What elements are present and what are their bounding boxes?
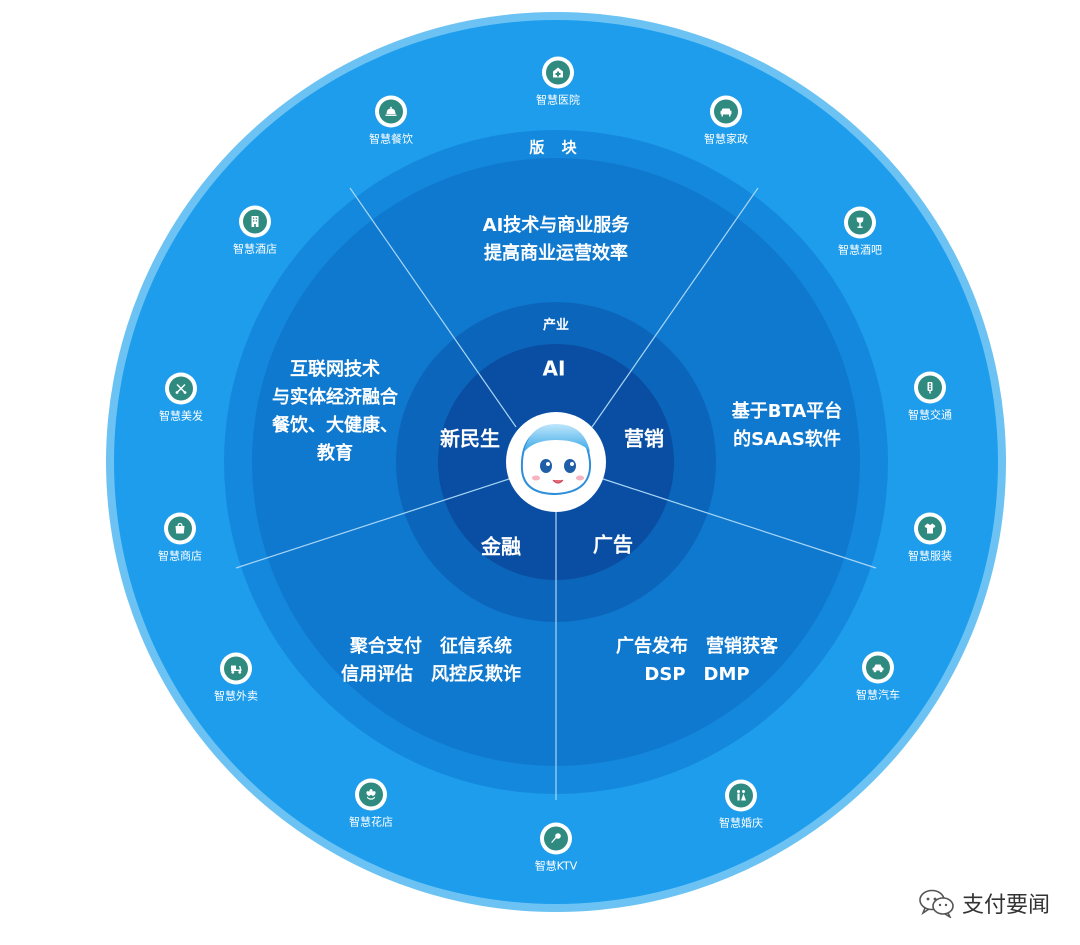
flower-icon <box>359 782 383 807</box>
industry-ring-title: 产业 <box>542 317 570 333</box>
sofa-icon <box>714 99 738 124</box>
ring-item: 智慧美发 <box>136 372 226 424</box>
sector-dividers <box>235 187 877 800</box>
ring-item: 智慧外卖 <box>191 652 281 704</box>
ring-item: 智慧汽车 <box>833 651 923 703</box>
divider-top-left <box>349 187 517 428</box>
core-marketing-label: 营销 <box>624 426 664 451</box>
block-right-line: 基于BTA平台 <box>731 401 843 423</box>
block-top: AI技术与商业服务 提高商业运营效率 <box>483 212 630 268</box>
hotel-building-icon <box>243 209 267 234</box>
watermark-text: 支付要闻 <box>961 893 1050 918</box>
mascot-logo <box>506 412 606 512</box>
block-bottom-right-line: 广告发布 营销获客 <box>616 636 778 658</box>
ring-item-label: 智慧酒吧 <box>838 243 882 257</box>
microphone-icon <box>544 826 568 851</box>
block-bottom-left-line: 聚合支付 征信系统 <box>350 636 512 658</box>
ring-item-label: 智慧商店 <box>158 549 202 563</box>
block-right-line: 的SAAS软件 <box>733 429 841 450</box>
wine-glass-icon <box>848 210 872 235</box>
ring-item-label: 智慧外卖 <box>214 689 258 703</box>
block-top-line: AI技术与商业服务 <box>482 215 630 237</box>
block-left: 互联网技术 与实体经济融合 餐饮、大健康、 教育 <box>272 356 398 468</box>
ring-item: 智慧服装 <box>885 512 975 564</box>
ring-item: 智慧医院 <box>513 56 603 108</box>
watermark: 支付要闻 <box>918 887 1050 919</box>
block-right: 基于BTA平台 的SAAS软件 <box>732 398 843 454</box>
traffic-light-icon <box>918 375 942 400</box>
car-icon <box>866 655 890 680</box>
block-bottom-right-line: DSP DMP <box>644 664 750 685</box>
ring-item: 智慧餐饮 <box>346 95 436 147</box>
ring-item: 智慧酒店 <box>210 205 300 257</box>
ring-item: 智慧商店 <box>135 512 225 564</box>
block-left-line: 教育 <box>317 442 353 464</box>
ring-item-label: 智慧餐饮 <box>369 132 413 146</box>
ring-item: 智慧交通 <box>885 371 975 423</box>
wechat-icon <box>919 889 954 918</box>
block-ring-title: 版 块 <box>529 138 583 157</box>
ring-item-label: 智慧酒店 <box>233 242 277 256</box>
food-cloche-icon <box>379 99 403 124</box>
core-advertising-label: 广告 <box>593 532 633 557</box>
block-bottom-left-line: 信用评估 风控反欺诈 <box>341 664 521 685</box>
ring-item-label: 智慧医院 <box>536 93 580 107</box>
divider-left <box>235 477 513 569</box>
block-left-line: 与实体经济融合 <box>272 387 398 409</box>
hospital-icon <box>546 60 570 85</box>
divider-right <box>599 477 877 569</box>
core-finance-label: 金融 <box>481 534 521 559</box>
scissors-comb-icon <box>169 376 193 401</box>
ring-item: 智慧家政 <box>681 95 771 147</box>
ring-item-label: 智慧汽车 <box>856 688 900 702</box>
ring-item: 智慧婚庆 <box>696 779 786 831</box>
couple-icon <box>729 783 753 808</box>
block-bottom-left: 聚合支付 征信系统 信用评估 风控反欺诈 <box>341 633 521 689</box>
ring-item: 智慧酒吧 <box>815 206 905 258</box>
ring-item: 智慧KTV <box>511 822 601 874</box>
delivery-scooter-icon <box>224 656 248 681</box>
core-ai-label: AI <box>542 356 566 381</box>
divider-top-right <box>591 187 759 428</box>
ring-item-label: 智慧婚庆 <box>719 816 763 830</box>
shopping-bag-icon <box>168 516 192 541</box>
ring-item-label: 智慧交通 <box>908 408 952 422</box>
shirt-icon <box>918 516 942 541</box>
block-bottom-right: 广告发布 营销获客 DSP DMP <box>616 633 778 689</box>
core-minsheng-label: 新民生 <box>440 426 500 451</box>
block-left-line: 互联网技术 <box>290 359 380 381</box>
ring-item-label: 智慧KTV <box>534 859 578 873</box>
block-top-line: 提高商业运营效率 <box>483 243 628 264</box>
ring-item-label: 智慧家政 <box>704 132 748 146</box>
ring-item-label: 智慧服装 <box>908 549 952 563</box>
ring-item-label: 智慧美发 <box>159 409 203 423</box>
block-left-line: 餐饮、大健康、 <box>272 415 398 436</box>
ring-item-label: 智慧花店 <box>349 815 393 829</box>
ring-item: 智慧花店 <box>326 778 416 830</box>
